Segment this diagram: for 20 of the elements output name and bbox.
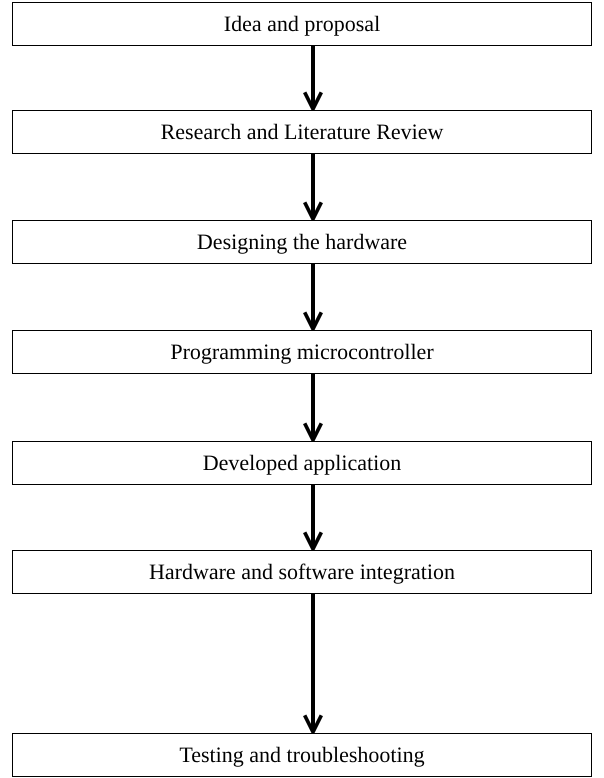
step-label: Hardware and software integration bbox=[148, 559, 456, 585]
step-label: Research and Literature Review bbox=[160, 119, 444, 145]
arrow bbox=[302, 374, 324, 442]
process-box bbox=[12, 550, 592, 594]
process-box bbox=[12, 733, 592, 777]
step-label: Testing and troubleshooting bbox=[179, 742, 425, 768]
arrow bbox=[302, 154, 324, 221]
arrow bbox=[302, 485, 324, 551]
step-label: Designing the hardware bbox=[196, 229, 408, 255]
arrow bbox=[302, 594, 324, 734]
arrow bbox=[302, 264, 324, 331]
process-box bbox=[12, 2, 592, 46]
process-box bbox=[12, 110, 592, 154]
process-box bbox=[12, 330, 592, 374]
process-box bbox=[12, 441, 592, 485]
step-label: Programming microcontroller bbox=[170, 339, 434, 365]
step-label: Idea and proposal bbox=[224, 11, 380, 37]
process-box bbox=[12, 220, 592, 264]
step-label: Developed application bbox=[202, 450, 402, 476]
arrow bbox=[302, 46, 324, 111]
